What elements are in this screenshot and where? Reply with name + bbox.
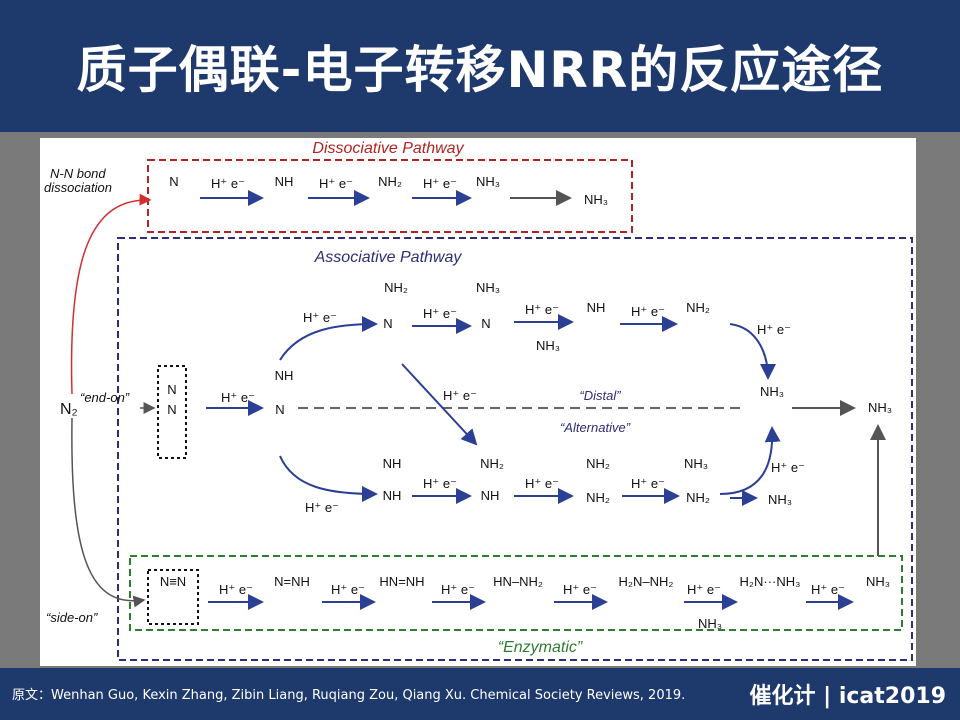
citation: 原文：Wenhan Guo, Kexin Zhang, Zibin Liang,… — [12, 688, 686, 703]
species-n-nh: N=NH — [274, 574, 310, 589]
species-h2n-nh3: H₂N···NH₃ — [740, 574, 801, 589]
species-nh2: NH₂ — [384, 280, 408, 295]
distal-branch-arrow — [279, 316, 378, 361]
step-label: H⁺ e⁻ — [563, 582, 597, 597]
step-label: H⁺ e⁻ — [423, 476, 457, 491]
species-hn-nh: HN=NH — [379, 574, 424, 589]
dissociative-box — [147, 159, 633, 233]
species-h2n-nh2: H₂N–NH₂ — [619, 574, 674, 589]
step-arrow — [719, 426, 781, 495]
step-label: H⁺ e⁻ — [303, 310, 337, 325]
species-nh3: NH₃ — [866, 574, 890, 589]
species-nh: NH — [383, 488, 402, 503]
to-side-on-arrow — [71, 417, 146, 608]
species-n-n: N≡N — [160, 574, 186, 589]
enzymatic-box — [129, 555, 903, 631]
step-label: H⁺ e⁻ — [211, 176, 245, 191]
step-label: H⁺ e⁻ — [423, 176, 457, 191]
species-nh2: NH₂ — [586, 456, 610, 471]
step-label: H⁺ e⁻ — [757, 322, 791, 337]
step-arrow — [729, 323, 776, 380]
step-label: H⁺ e⁻ — [631, 476, 665, 491]
species-nh3-free: NH₃ — [768, 492, 792, 507]
n2-reactant: N₂ — [60, 401, 78, 418]
species-nh: NH — [383, 456, 402, 471]
step-label: H⁺ e⁻ — [525, 476, 559, 491]
species-nh3: NH₃ — [476, 280, 500, 295]
step-label: H⁺ e⁻ — [305, 500, 339, 515]
species-nh2: NH₂ — [686, 300, 710, 315]
alternative-label: “Alternative” — [560, 420, 631, 435]
species-nh3: NH₃ — [684, 456, 708, 471]
to-dissociative-arrow — [70, 193, 152, 395]
species-nh3: NH₃ — [476, 174, 500, 189]
species-nh3-free: NH₃ — [584, 192, 608, 207]
step-label: H⁺ e⁻ — [687, 582, 721, 597]
associative-box — [117, 237, 913, 661]
step-label: H⁺ e⁻ — [331, 582, 365, 597]
side-on-box — [147, 569, 199, 625]
species-nh2: NH₂ — [480, 456, 504, 471]
end-on-box — [157, 365, 187, 459]
species-n: N — [275, 402, 284, 417]
species-nh3-free: NH₃ — [536, 338, 560, 353]
species-nh2: NH₂ — [586, 490, 610, 505]
title-banner: 质子偶联-电子转移NRR的反应途径 — [0, 0, 960, 132]
nrr-pathway-diagram: Dissociative Pathway Associative Pathway… — [44, 140, 913, 661]
step-label: H⁺ e⁻ — [443, 388, 477, 403]
nn-bond-label-1: N-N bond — [50, 166, 106, 181]
species-n: N — [383, 316, 392, 331]
brand-logo: 催化计 | icat2019 — [749, 684, 946, 709]
diagram-panel: Dissociative Pathway Associative Pathway… — [40, 138, 916, 666]
species-nh3-free: NH₃ — [698, 616, 722, 631]
species-nh2: NH₂ — [686, 490, 710, 505]
dissociative-title: Dissociative Pathway — [312, 140, 464, 157]
species-nh: NH — [275, 368, 294, 383]
species-hn-nh2: HN–NH₂ — [493, 574, 543, 589]
step-label: H⁺ e⁻ — [811, 582, 845, 597]
species-nh: NH — [275, 174, 294, 189]
side-on-label: “side-on” — [46, 610, 98, 625]
crossover-arrow — [401, 363, 478, 446]
step-label: H⁺ e⁻ — [221, 390, 255, 405]
step-label: H⁺ e⁻ — [631, 304, 665, 319]
species-n: N — [167, 382, 176, 397]
species-nh2: NH₂ — [378, 174, 402, 189]
step-label: H⁺ e⁻ — [319, 176, 353, 191]
step-label: H⁺ e⁻ — [423, 306, 457, 321]
step-label: H⁺ e⁻ — [441, 582, 475, 597]
associative-title: Associative Pathway — [314, 249, 463, 266]
species-nh3: NH₃ — [760, 384, 784, 399]
species-n: N — [167, 402, 176, 417]
species-n: N — [169, 174, 178, 189]
alternating-branch-arrow — [279, 455, 378, 502]
product-nh3: NH₃ — [868, 400, 892, 415]
species-n: N — [481, 316, 490, 331]
page-title: 质子偶联-电子转移NRR的反应途径 — [76, 41, 884, 99]
nn-bond-label-2: dissociation — [44, 180, 112, 195]
step-label: H⁺ e⁻ — [219, 582, 253, 597]
end-on-label: “end-on” — [80, 390, 130, 405]
step-label: H⁺ e⁻ — [525, 302, 559, 317]
footer-bar: 原文：Wenhan Guo, Kexin Zhang, Zibin Liang,… — [0, 668, 960, 720]
enzymatic-label: “Enzymatic” — [498, 639, 583, 656]
species-nh: NH — [587, 300, 606, 315]
distal-label: “Distal” — [579, 388, 621, 403]
step-label: H⁺ e⁻ — [771, 460, 805, 475]
species-nh: NH — [481, 488, 500, 503]
